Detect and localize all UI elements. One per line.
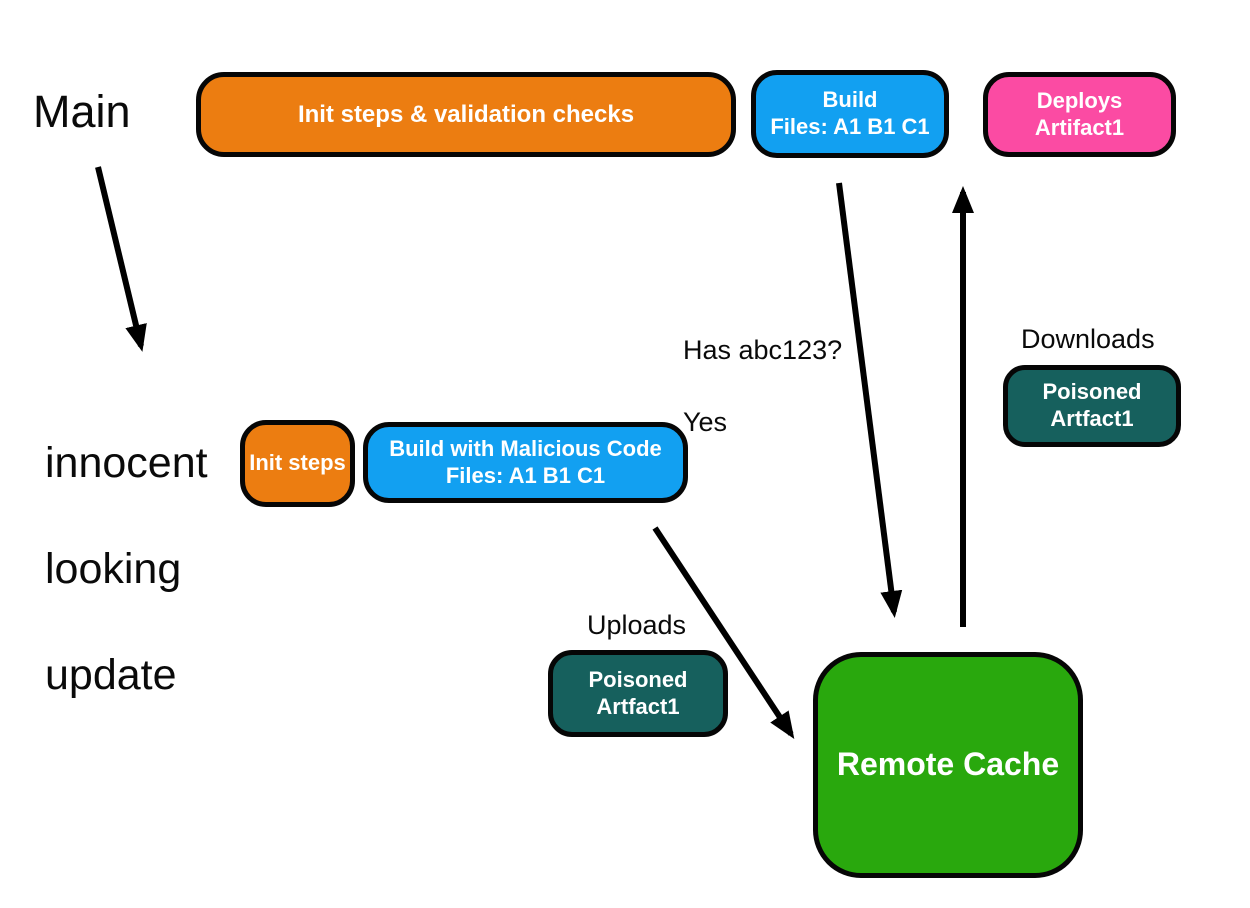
node-label: Files: A1 B1 C1 (445, 462, 606, 488)
node-remote-cache: Remote Cache (813, 652, 1083, 878)
node-label: Remote Cache (836, 746, 1060, 783)
node-label: Files: A1 B1 C1 (770, 114, 930, 139)
label-uploads: Uploads (587, 610, 687, 640)
label-cache-answer: Yes (683, 407, 728, 437)
label-cache-question: Has abc123? (683, 335, 843, 365)
node-label: Build with Malicious Code (389, 435, 662, 461)
node-label: Init steps & validation checks (297, 100, 635, 128)
node-build: Build Files: A1 B1 C1 (751, 70, 949, 158)
node-poisoned-artifact-downloaded: Poisoned Artfact1 (1003, 365, 1181, 447)
node-label: Poisoned (1042, 379, 1142, 405)
label-looking-line: looking (45, 545, 182, 593)
node-build-with-malicious-code: Build with Malicious Code Files: A1 B1 C… (363, 422, 688, 503)
arrow-build-to-remote-cache (836, 182, 903, 618)
node-label: Build (822, 87, 878, 113)
node-label: Artifact1 (1034, 114, 1125, 140)
label-update-line: update (45, 651, 177, 699)
label-has-abc123: Has abc123? Yes (683, 296, 842, 476)
arrow-main-to-update (95, 166, 147, 352)
node-label: Artfact1 (1050, 406, 1134, 431)
node-init-steps: Init steps (240, 420, 355, 507)
node-deploys-artifact1: Deploys Artifact1 (983, 72, 1176, 157)
label-innocent-line: innocent (45, 439, 208, 487)
label-main-branch: Main (33, 86, 131, 137)
node-init-steps-validation-checks: Init steps & validation checks (196, 72, 736, 157)
label-innocent-looking-update: innocent looking update (45, 384, 208, 755)
label-downloads: Downloads (1021, 324, 1155, 354)
node-label: Artfact1 (596, 693, 680, 719)
node-poisoned-artifact-uploaded: Poisoned Artfact1 (548, 650, 728, 737)
node-label: Deploys (1036, 87, 1123, 113)
node-label: Poisoned (588, 666, 688, 692)
node-label: Init steps (249, 450, 346, 476)
